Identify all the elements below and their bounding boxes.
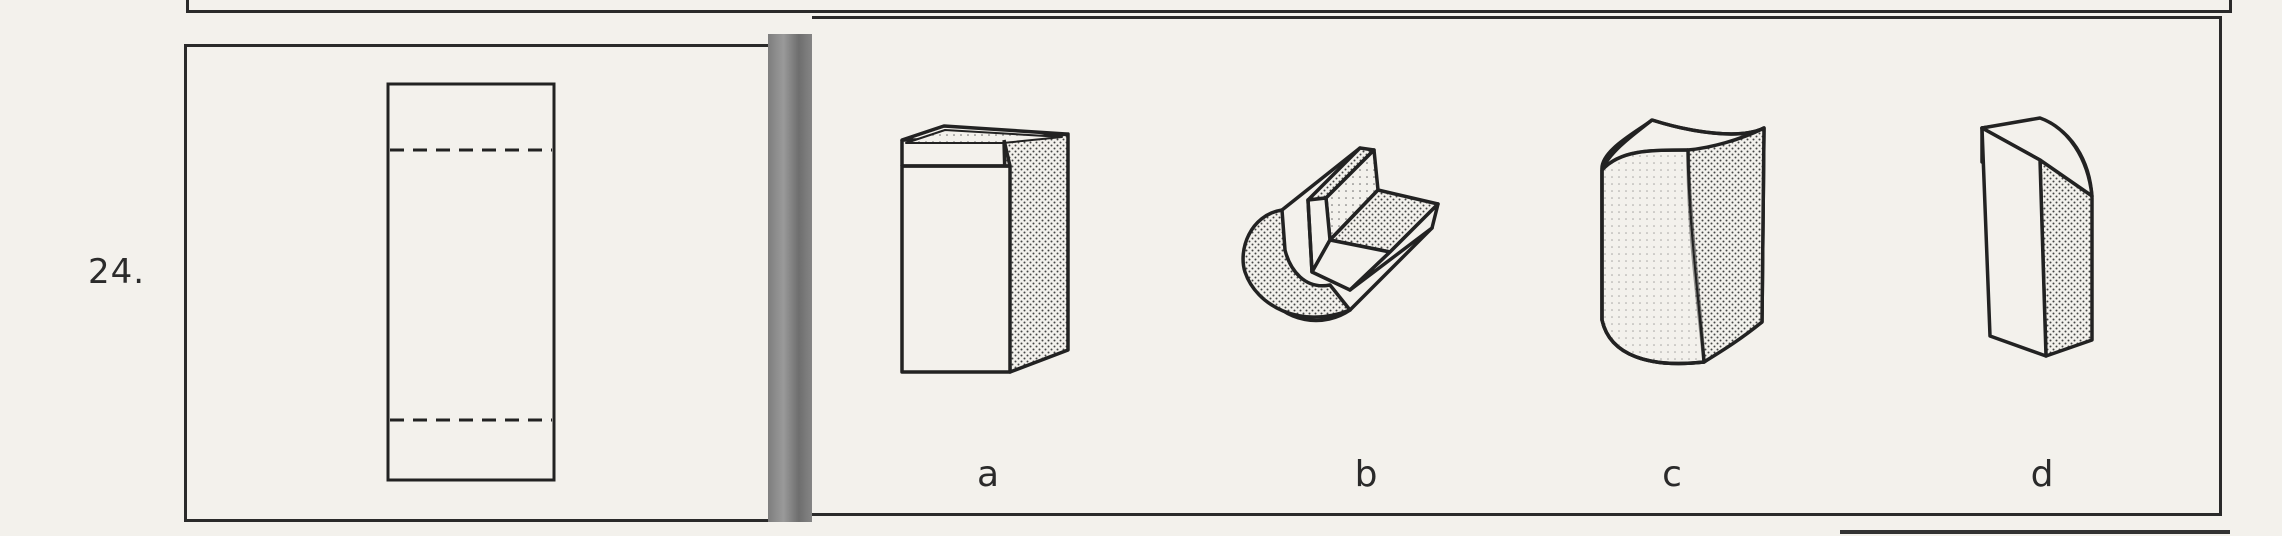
option-d-label[interactable]: d — [2030, 454, 2054, 495]
option-c-label[interactable]: c — [1662, 454, 1682, 495]
question-number: 24. — [88, 252, 146, 292]
option-b-shape[interactable] — [1241, 146, 1440, 323]
option-a-shape[interactable] — [900, 124, 1070, 374]
options-panel — [812, 16, 2222, 516]
net-figure — [386, 82, 556, 482]
net-panel — [184, 44, 768, 522]
bottom-edge-line — [1840, 530, 2230, 534]
option-c-shape[interactable] — [1600, 118, 1766, 366]
panel-separator — [768, 34, 812, 522]
option-a-label[interactable]: a — [976, 454, 1000, 495]
option-b-label[interactable]: b — [1354, 454, 1378, 495]
top-strip — [186, 0, 2232, 13]
option-d-shape[interactable] — [1980, 116, 2094, 358]
